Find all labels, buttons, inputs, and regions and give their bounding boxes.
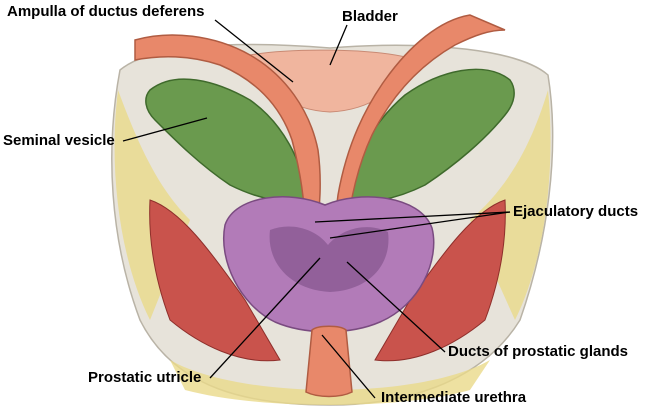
- leader-ampulla: [214, 19, 294, 83]
- leader-prostatic-glands: [346, 261, 446, 353]
- leader-urethra: [321, 334, 376, 399]
- prostatic-ducts-region: [269, 226, 389, 292]
- levator-muscle-right: [374, 199, 506, 362]
- leader-prostatic-utricle: [209, 257, 321, 379]
- fat-tissue-bottom: [170, 360, 490, 405]
- label-ejaculatory-ducts: Ejaculatory ducts: [513, 203, 639, 220]
- leader-ejaculatory-1: [314, 211, 511, 223]
- label-ampulla: Ampulla of ductus deferens: [7, 3, 205, 20]
- label-prostatic-utricle: Prostatic utricle: [88, 369, 202, 386]
- label-seminal-vesicle: Seminal vesicle: [3, 132, 115, 149]
- leader-bladder: [329, 24, 348, 66]
- label-urethra: Intermediate urethra: [381, 389, 527, 406]
- levator-muscle-left: [149, 199, 281, 362]
- leader-lines: [122, 19, 511, 399]
- label-prostatic-glands: Ducts of prostatic glands: [448, 343, 629, 360]
- urethra-shape: [305, 325, 353, 398]
- leader-ejaculatory-2: [329, 211, 511, 239]
- leader-seminal-vesicle: [122, 117, 208, 142]
- label-bladder: Bladder: [342, 8, 398, 25]
